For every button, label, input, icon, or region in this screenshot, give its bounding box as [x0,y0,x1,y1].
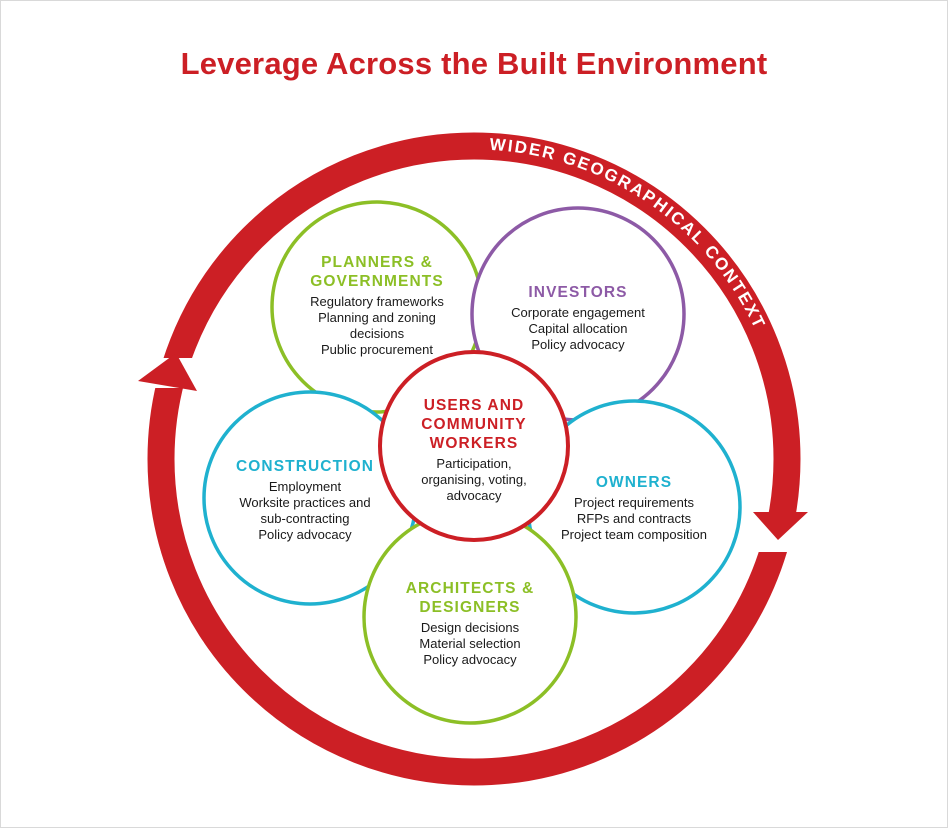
page-title: Leverage Across the Built Environment [180,46,768,81]
right-arrowhead-icon [753,512,808,540]
architects-title: ARCHITECTS & DESIGNERS [405,580,535,616]
users-node: USERS AND COMMUNITY WORKERS Participatio… [389,396,559,504]
investors-title: INVESTORS [528,284,628,301]
construction-line: sub-contracting [260,511,350,526]
owners-line: RFPs and contracts [576,511,692,526]
planners-line: Public procurement [321,342,433,357]
users-line: advocacy [446,488,502,503]
users-line: organising, voting, [421,472,527,487]
investors-node: INVESTORS Corporate engagement Capital a… [478,283,678,353]
architects-node: ARCHITECTS & DESIGNERS Design decisions … [370,579,570,668]
construction-line: Worksite practices and [239,495,371,510]
owners-line: Project team composition [561,527,707,542]
owners-title: OWNERS [595,474,673,491]
users-title: USERS AND COMMUNITY WORKERS [421,397,527,452]
construction-node: CONSTRUCTION Employment Worksite practic… [205,457,405,543]
left-arrowhead-icon [138,353,197,391]
users-circle [378,350,570,542]
construction-title: CONSTRUCTION [235,458,375,475]
construction-line: Policy advocacy [258,527,352,542]
investors-line: Policy advocacy [531,337,625,352]
planners-line: Planning and zoning [318,310,436,325]
owners-line: Project requirements [574,495,694,510]
owners-node: OWNERS Project requirements RFPs and con… [534,473,734,543]
planners-title: PLANNERS & GOVERNMENTS [310,254,444,290]
architects-line: Material selection [419,636,521,651]
context-ring [147,132,801,786]
architects-line: Design decisions [420,620,520,635]
investors-line: Corporate engagement [511,305,645,320]
architects-line: Policy advocacy [423,652,517,667]
users-line: Participation, [436,456,512,471]
investors-line: Capital allocation [528,321,628,336]
planners-line: Regulatory frameworks [310,294,444,309]
planners-node: PLANNERS & GOVERNMENTS Regulatory framew… [277,253,477,358]
construction-line: Employment [268,479,342,494]
planners-line: decisions [349,326,405,341]
